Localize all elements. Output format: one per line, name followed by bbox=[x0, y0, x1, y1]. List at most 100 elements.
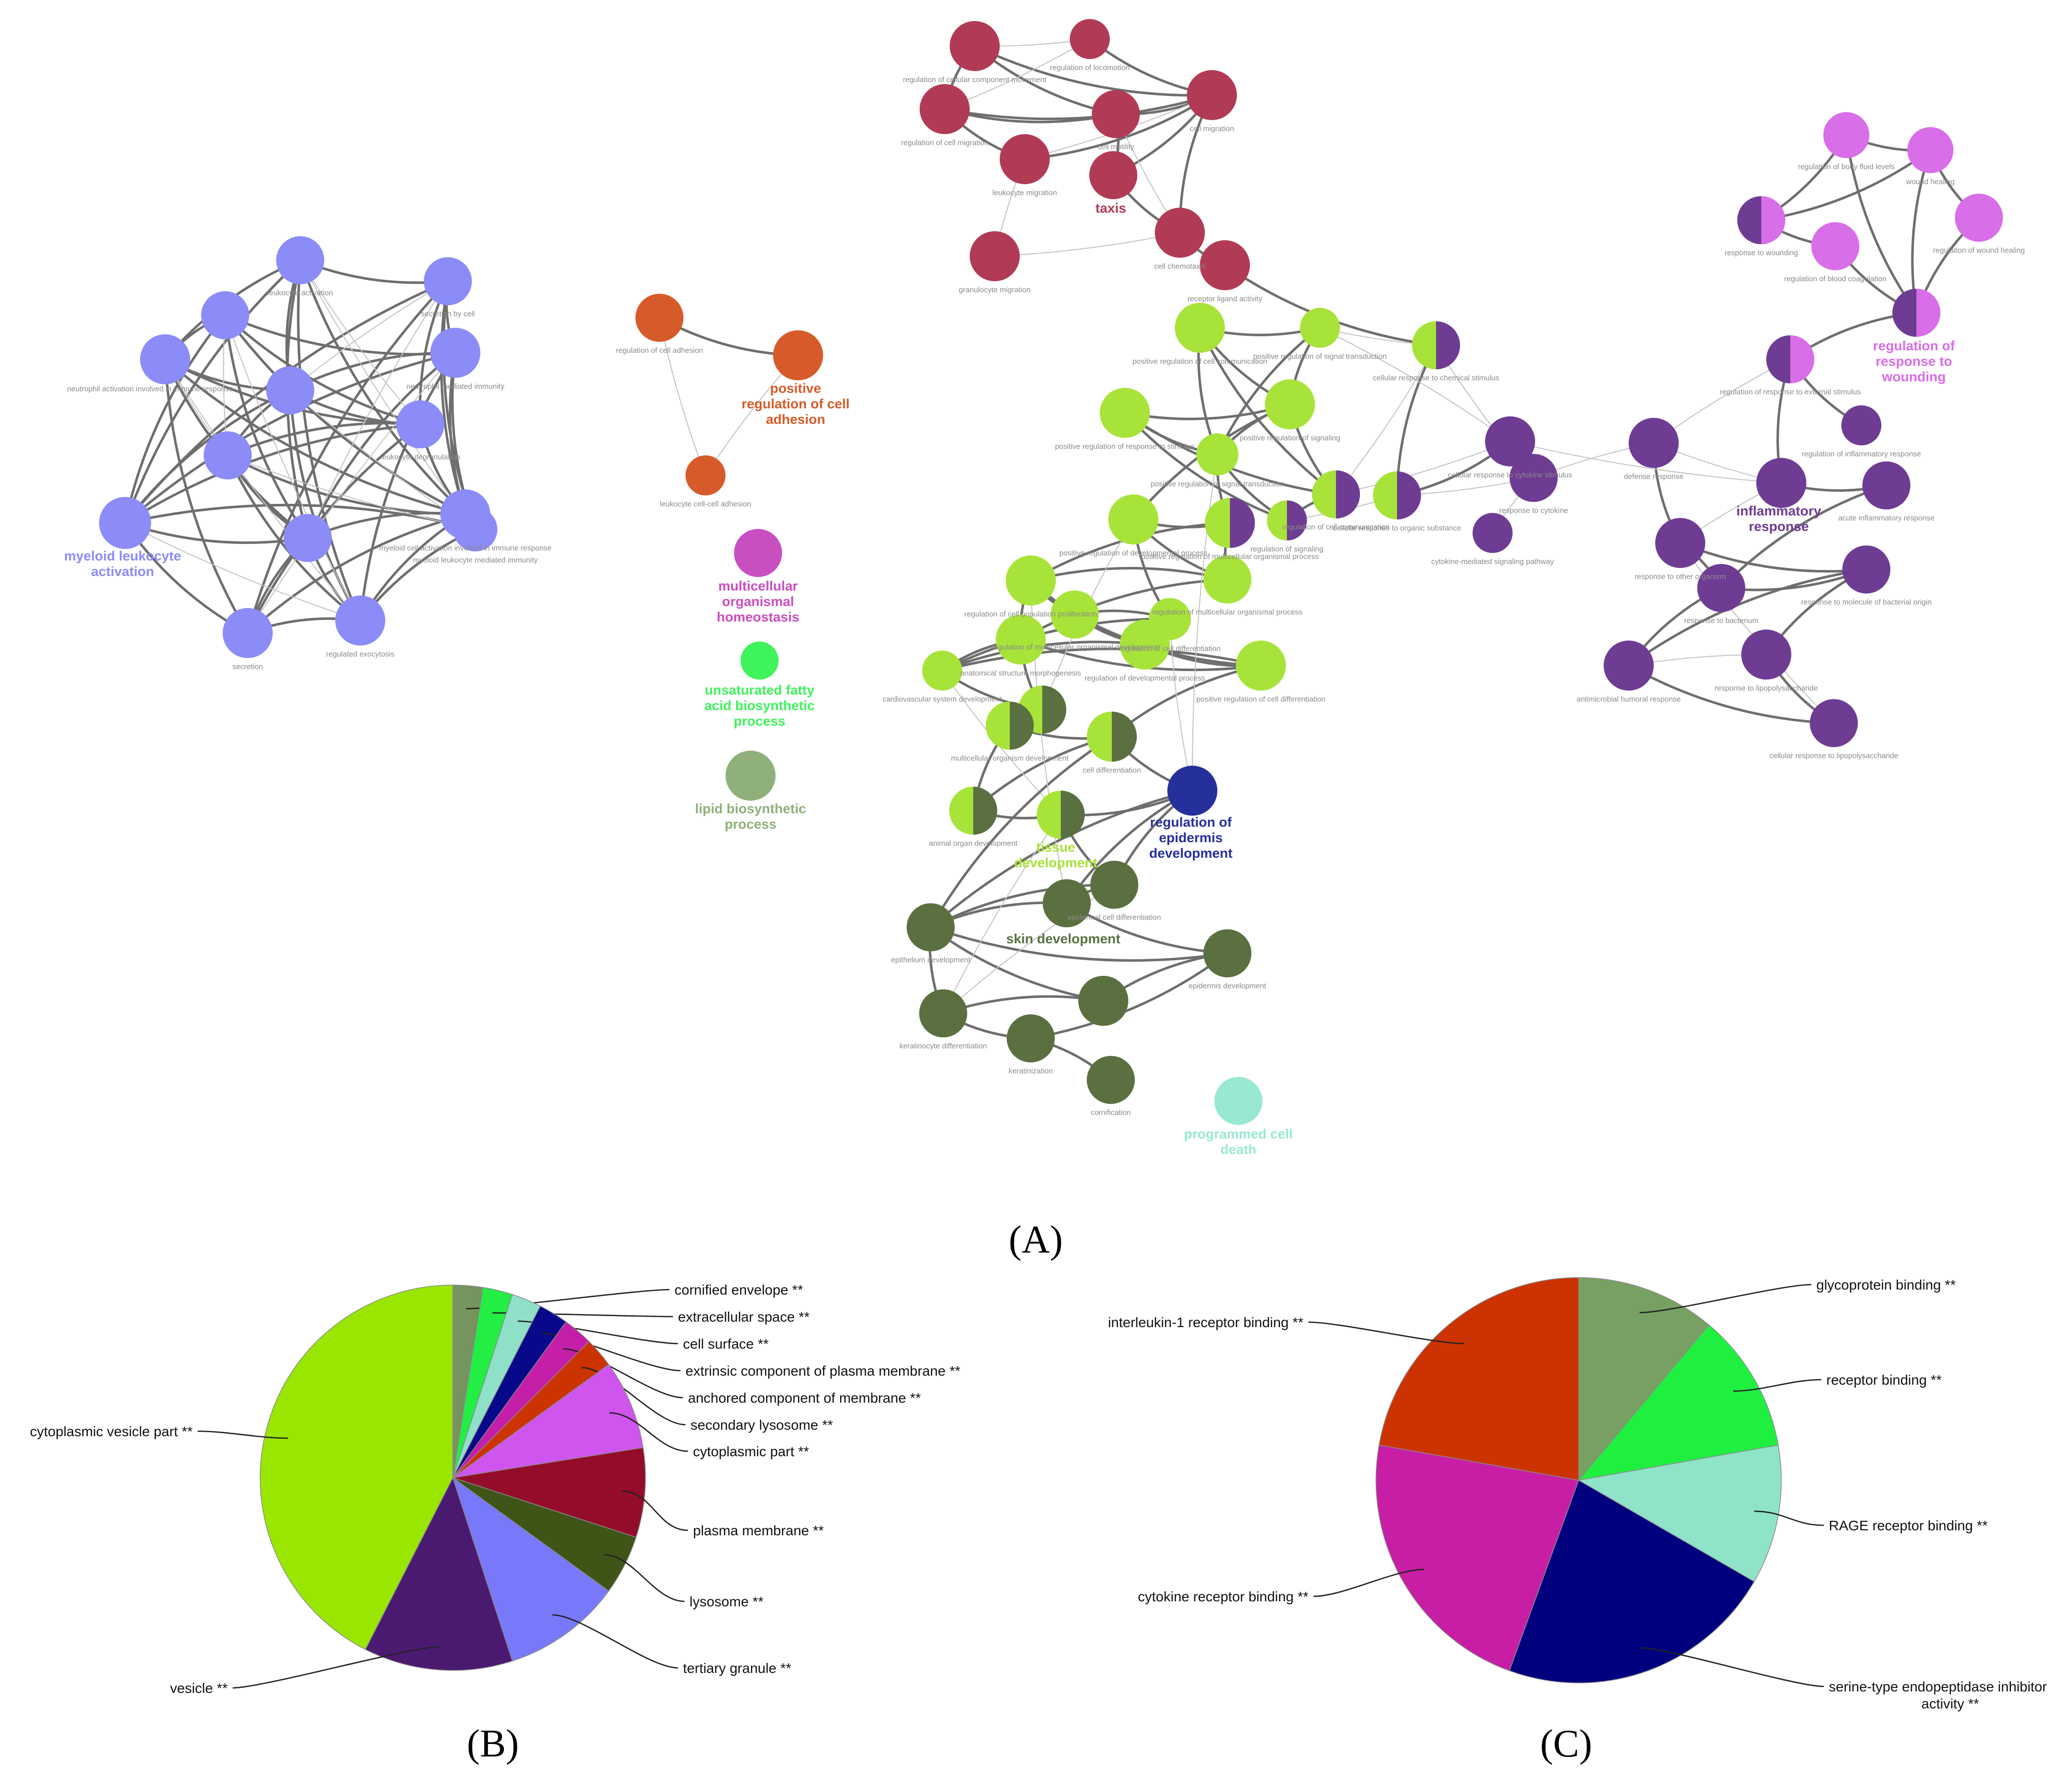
network-edge bbox=[164, 359, 249, 634]
network-node bbox=[1741, 630, 1791, 680]
network-node bbox=[453, 507, 497, 551]
network-edge bbox=[1845, 135, 1918, 314]
pie-slice bbox=[1578, 1277, 1710, 1482]
network-node-half bbox=[986, 702, 1010, 750]
pie-slice-label: vesicle ** bbox=[170, 1680, 228, 1696]
network-edge bbox=[1191, 454, 1218, 791]
network-node-label: regulation of cell population proliferat… bbox=[964, 610, 1097, 619]
network-node-label: cellular response to cytokine stimulus bbox=[1448, 471, 1572, 479]
network-edge bbox=[299, 260, 466, 515]
network-node-half bbox=[949, 787, 973, 835]
network-node bbox=[1811, 222, 1859, 270]
pie-leader-line bbox=[1733, 1379, 1822, 1392]
pie-slice-label: cytokine receptor binding ** bbox=[1138, 1589, 1308, 1604]
network-node-label: cell migration bbox=[1190, 125, 1234, 133]
pie-leader-line bbox=[1639, 1284, 1812, 1314]
network-node bbox=[1078, 976, 1128, 1026]
network-node-label: multicellular organism development bbox=[951, 754, 1069, 763]
network-node bbox=[266, 366, 314, 414]
network-edge bbox=[306, 352, 456, 539]
network-node-label: positive regulation of signal transducti… bbox=[1151, 480, 1284, 488]
network-node bbox=[1070, 19, 1110, 59]
network-edge bbox=[1020, 578, 1228, 641]
network-node bbox=[996, 615, 1046, 665]
network-node-label: regulation of locomotion bbox=[1050, 64, 1129, 72]
network-node bbox=[1000, 134, 1050, 184]
network-node-half bbox=[1230, 498, 1255, 548]
network-node-half bbox=[1267, 500, 1287, 540]
pie-slice bbox=[365, 1477, 513, 1671]
pie-leader-line bbox=[609, 1412, 688, 1452]
network-node-label: defense response bbox=[1624, 472, 1683, 481]
pie-leader-line bbox=[541, 1332, 681, 1372]
network-node-label: response to wounding bbox=[1725, 249, 1798, 257]
pie-leader-line bbox=[1754, 1510, 1824, 1526]
network-node bbox=[907, 903, 955, 951]
network-node bbox=[430, 328, 480, 378]
network-node bbox=[1604, 641, 1654, 691]
network-node-label: cornification bbox=[1091, 1108, 1131, 1117]
network-edge bbox=[124, 314, 226, 523]
network-node bbox=[424, 257, 472, 305]
network-edge bbox=[1510, 441, 1782, 483]
pie-slice-label: cytoplasmic vesicle part ** bbox=[30, 1424, 193, 1439]
network-edge bbox=[225, 315, 361, 621]
panel-label-a: (A) bbox=[1009, 1218, 1063, 1261]
pie-slice-label: receptor binding ** bbox=[1826, 1372, 1941, 1388]
network-node-label: positive regulation of multicellular org… bbox=[1141, 552, 1318, 561]
network-edge bbox=[1761, 149, 1931, 222]
network-node bbox=[1655, 518, 1705, 568]
network-node-label: keratinization bbox=[1009, 1067, 1053, 1075]
network-node-label: regulation of blood coagulation bbox=[1784, 275, 1886, 283]
network-node-label: regulation of signaling bbox=[1250, 545, 1323, 553]
network-edge bbox=[247, 513, 466, 634]
network-node bbox=[685, 455, 726, 495]
network-edge bbox=[1628, 568, 1867, 667]
network-edge bbox=[224, 314, 466, 516]
network-node bbox=[1090, 861, 1138, 909]
pie-leader-line bbox=[232, 1646, 440, 1689]
network-node-half bbox=[1397, 471, 1421, 519]
pie-leader-line bbox=[552, 1614, 678, 1669]
network-node bbox=[276, 236, 324, 284]
network-node-label: anatomical structure morphogenesis bbox=[960, 669, 1081, 678]
network-edge bbox=[226, 454, 361, 622]
network-node-half bbox=[973, 787, 997, 835]
network-edge bbox=[944, 108, 1116, 124]
network-edge bbox=[227, 422, 421, 457]
network-node-label: cellular response to chemical stimulus bbox=[1373, 374, 1500, 382]
network-edge bbox=[164, 358, 466, 516]
network-edge bbox=[1628, 664, 1834, 725]
network-node-label: regulation of inflammatory response bbox=[1802, 450, 1921, 458]
pie-slice-label: extrinsic component of plasma membrane *… bbox=[685, 1363, 960, 1379]
network-edge bbox=[224, 314, 421, 426]
network-node bbox=[140, 334, 190, 384]
network-edge bbox=[941, 618, 1170, 672]
network-node-label: regulation of cellular component movemen… bbox=[903, 76, 1047, 84]
network-node bbox=[204, 431, 252, 479]
network-node bbox=[1175, 303, 1225, 353]
network-node bbox=[1214, 1077, 1262, 1125]
network-node-label: secretion bbox=[233, 663, 263, 671]
pie-leader-line bbox=[1308, 1321, 1464, 1345]
network-node bbox=[726, 751, 776, 801]
network-node bbox=[741, 642, 779, 680]
network-node bbox=[1510, 454, 1558, 502]
network-node bbox=[1756, 458, 1806, 508]
network-node bbox=[734, 529, 782, 577]
network-node-label: response to bacterium bbox=[1684, 617, 1758, 625]
network-node-label: regulation of cell differentiation bbox=[1119, 645, 1220, 653]
network-node-half bbox=[1287, 500, 1307, 540]
network-node bbox=[1155, 208, 1205, 258]
network-edge bbox=[659, 317, 706, 476]
network-node-half bbox=[1790, 335, 1814, 383]
network-node-label: response to other organism bbox=[1635, 572, 1726, 581]
network-node-label: regulation of body fluid levels bbox=[1798, 163, 1894, 171]
